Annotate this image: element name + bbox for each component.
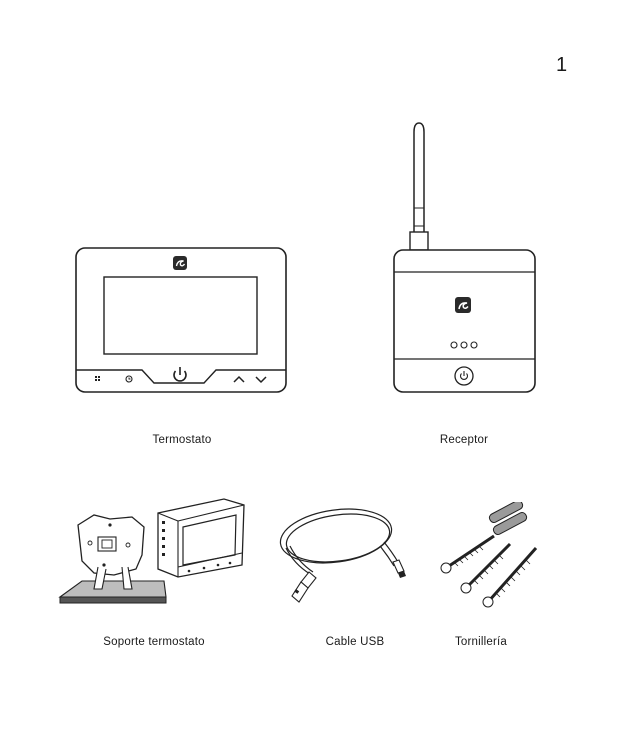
screws-caption: Tornillería: [454, 636, 508, 648]
chevron-up-icon: [233, 375, 245, 383]
grid-icon: [95, 376, 100, 381]
thermostat-illustration: [75, 247, 287, 393]
screws-illustration: [440, 502, 538, 608]
receiver-illustration: [393, 122, 536, 393]
page-number: 1: [556, 54, 568, 76]
logo-icon: [455, 297, 471, 313]
status-leds: [450, 341, 478, 349]
usb-cable-caption: Cable USB: [325, 636, 385, 648]
thermostat-caption: Termostato: [152, 434, 212, 446]
stand-illustration: [58, 498, 245, 604]
logo-icon: [173, 256, 187, 270]
usb-cable-illustration: [279, 508, 406, 603]
stand-caption: Soporte termostato: [103, 636, 205, 648]
chevron-down-icon: [255, 376, 267, 384]
clock-icon: [125, 375, 133, 383]
receiver-caption: Receptor: [439, 434, 489, 446]
power-icon: [173, 367, 187, 382]
power-icon: [454, 366, 474, 386]
